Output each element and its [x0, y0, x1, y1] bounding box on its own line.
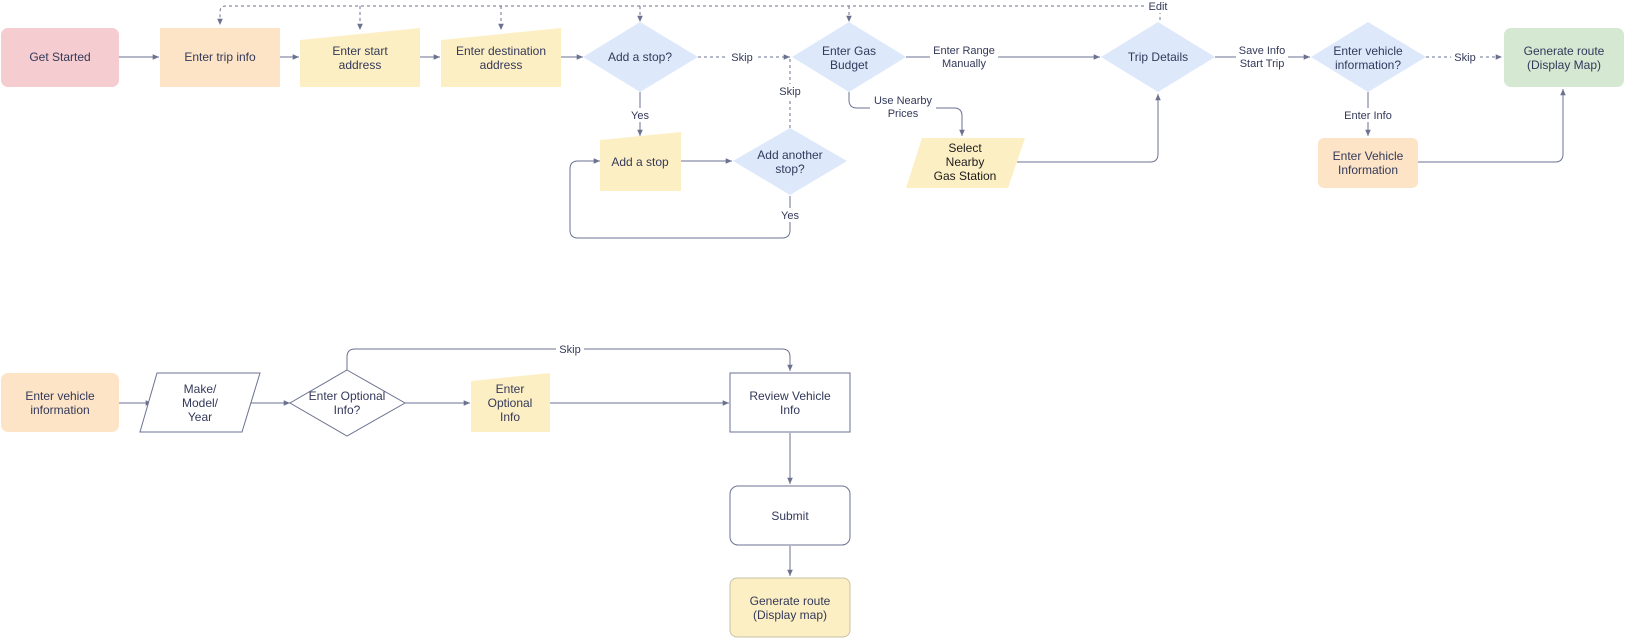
- node-label-line-2: address: [339, 58, 382, 72]
- node-label: Enter trip info: [184, 50, 256, 64]
- node-label-line-1: Enter Optional: [309, 389, 386, 403]
- node-label-line-1: Review Vehicle: [749, 389, 831, 403]
- edge-label-skip-vehicle: Skip: [1454, 52, 1475, 64]
- node-label-line-2: Info?: [334, 403, 361, 417]
- edge-label-skip-optional: Skip: [559, 344, 580, 356]
- edge-yes-another-loop: [569, 158, 791, 239]
- edge-vehicle-to-generate: [1418, 89, 1566, 163]
- node-enter-optional-info-decision[interactable]: Enter Optional Info?: [289, 369, 407, 437]
- node-add-a-stop[interactable]: Add a stop: [600, 132, 681, 191]
- node-label-line-1: Enter destination: [456, 44, 546, 58]
- edge-label-save-line-2: Start Trip: [1240, 58, 1285, 70]
- node-label-line-2: Model/: [182, 396, 219, 410]
- node-label-line-1: Enter Gas: [822, 44, 876, 58]
- node-add-a-stop-decision[interactable]: Add a stop?: [583, 22, 698, 92]
- node-label: Add a stop?: [608, 50, 672, 64]
- node-label-line-1: Add another: [757, 148, 822, 162]
- node-label-line-2: Nearby: [946, 155, 985, 169]
- edge-label-enter-info: Enter Info: [1344, 110, 1392, 122]
- node-label-line-1: Generate route: [1524, 44, 1605, 58]
- node-label-line-3: Year: [188, 410, 212, 424]
- edge-gas-station-to-trip: [1017, 94, 1161, 163]
- node-label-line-2: information?: [1335, 58, 1401, 72]
- node-add-another-stop-decision[interactable]: Add another stop?: [733, 128, 847, 195]
- node-generate-route-top[interactable]: Generate route (Display Map): [1504, 28, 1624, 87]
- node-label-line-2: address: [480, 58, 523, 72]
- edge-label-nearby-line-2: Prices: [888, 108, 919, 120]
- node-label-line-1: Generate route: [750, 594, 831, 608]
- node-label-line-1: Make/: [184, 382, 217, 396]
- node-label: Submit: [771, 509, 809, 523]
- node-label-line-2: Budget: [830, 58, 869, 72]
- node-label-line-1: Enter start: [332, 44, 388, 58]
- node-label-line-2: Information: [1338, 163, 1398, 177]
- node-enter-gas-budget-decision[interactable]: Enter Gas Budget: [792, 22, 906, 92]
- node-enter-destination-address[interactable]: Enter destination address: [441, 28, 561, 87]
- node-label-line-3: Info: [500, 410, 520, 424]
- edge-label-nearby-line-1: Use Nearby: [874, 95, 933, 107]
- node-label-line-2: Info: [780, 403, 800, 417]
- node-label-line-2: information: [30, 403, 89, 417]
- edge-label-range-line-1: Enter Range: [933, 45, 995, 57]
- node-label: Trip Details: [1128, 50, 1188, 64]
- edge-label-skip-another: Skip: [779, 86, 800, 98]
- node-enter-vehicle-information-top[interactable]: Enter Vehicle Information: [1318, 138, 1418, 188]
- node-label-line-2: (Display map): [753, 608, 827, 622]
- node-submit[interactable]: Submit: [729, 485, 851, 546]
- node-label: Get Started: [29, 50, 90, 64]
- node-label-line-2: Optional: [488, 396, 533, 410]
- node-get-started[interactable]: Get Started: [1, 28, 119, 87]
- node-label-line-1: Select: [948, 141, 982, 155]
- node-label-line-1: Enter: [496, 382, 525, 396]
- node-enter-vehicle-info-decision[interactable]: Enter vehicle information?: [1311, 22, 1426, 92]
- node-enter-optional-info[interactable]: Enter Optional Info: [471, 373, 550, 432]
- edge-label-yes-another: Yes: [781, 210, 799, 222]
- node-label: Add a stop: [611, 155, 669, 169]
- node-label-line-1: Enter vehicle: [25, 389, 95, 403]
- edge-label-save-line-1: Save Info: [1239, 45, 1285, 57]
- edge-label-range-line-2: Manually: [942, 58, 987, 70]
- node-enter-trip-info[interactable]: Enter trip info: [160, 28, 280, 87]
- node-select-nearby-gas-station[interactable]: Select Nearby Gas Station: [906, 138, 1025, 188]
- node-label-line-1: Enter vehicle: [1333, 44, 1403, 58]
- edge-label-skip-stop: Skip: [731, 52, 752, 64]
- node-enter-vehicle-information-bottom[interactable]: Enter vehicle information: [1, 373, 119, 432]
- node-label-line-2: (Display Map): [1527, 58, 1601, 72]
- edge-labels: Edit Skip Yes Skip Yes Enter Range Manua…: [556, 0, 1479, 356]
- edge-label-edit: Edit: [1149, 1, 1168, 13]
- node-review-vehicle-info[interactable]: Review Vehicle Info: [729, 372, 851, 433]
- node-label-line-1: Enter Vehicle: [1333, 149, 1404, 163]
- node-enter-start-address[interactable]: Enter start address: [300, 28, 420, 87]
- edge-label-yes-stop: Yes: [631, 110, 649, 122]
- edge-edit-loop: [217, 5, 1161, 25]
- node-label-line-3: Gas Station: [934, 169, 997, 183]
- edges-top: [119, 5, 1566, 239]
- node-generate-route-bottom[interactable]: Generate route (Display map): [729, 577, 851, 638]
- node-trip-details-decision[interactable]: Trip Details: [1101, 22, 1215, 92]
- nodes-bottom: Enter vehicle information Make/ Model/ Y…: [1, 369, 851, 638]
- nodes-top: Get Started Enter trip info Enter start …: [1, 22, 1624, 195]
- node-make-model-year[interactable]: Make/ Model/ Year: [139, 372, 261, 433]
- node-label-line-2: stop?: [775, 162, 805, 176]
